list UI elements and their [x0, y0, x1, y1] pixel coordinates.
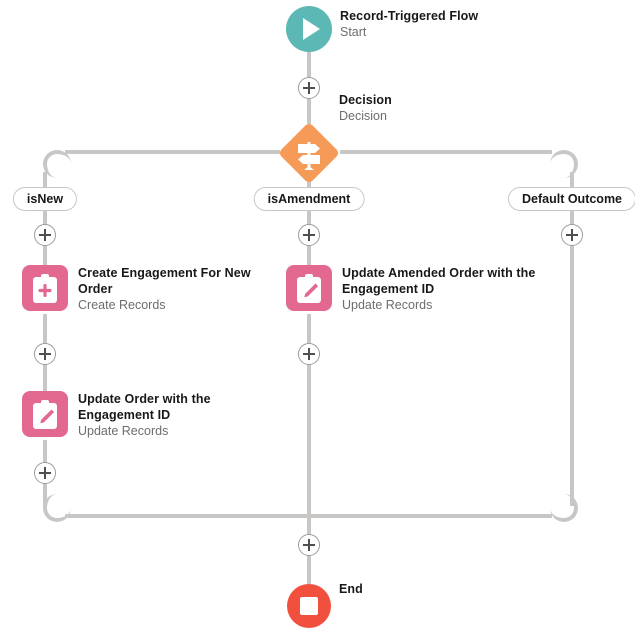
- stop-icon[interactable]: [287, 584, 331, 628]
- connector-elbow-right-bottom: [550, 494, 578, 522]
- connector-elbow-left-top: [43, 150, 71, 178]
- clipboard-plus-icon[interactable]: [22, 265, 68, 311]
- node-update-order-title: Update Order with the Engagement ID: [78, 392, 211, 422]
- connector-merge-right: [308, 514, 552, 518]
- add-element-isamendment-2[interactable]: [298, 343, 320, 365]
- decision-diamond-wrap[interactable]: [277, 121, 341, 185]
- connector-decision-to-isamendment: [307, 180, 311, 192]
- node-update-amended-order-subtitle: Update Records: [342, 298, 433, 312]
- add-element-isamendment-1[interactable]: [298, 224, 320, 246]
- node-start-text: Record-Triggered Flow Start: [340, 8, 478, 41]
- node-update-order-subtitle: Update Records: [78, 424, 169, 438]
- node-create-engagement-text: Create Engagement For New Order Create R…: [78, 265, 268, 314]
- add-element-isnew-3[interactable]: [34, 462, 56, 484]
- clipboard-pencil-icon[interactable]: [286, 265, 332, 311]
- node-decision-text: Decision Decision: [339, 92, 392, 125]
- add-element-isnew-1[interactable]: [34, 224, 56, 246]
- branch-label-isamendment[interactable]: isAmendment: [253, 187, 365, 211]
- node-decision-subtitle: Decision: [339, 109, 387, 123]
- branch-label-default-outcome[interactable]: Default Outcome: [507, 187, 635, 211]
- node-create-engagement-title: Create Engagement For New Order: [78, 266, 251, 296]
- connector-bar-right: [340, 150, 552, 154]
- connector-bar-left: [65, 150, 280, 154]
- add-element-before-end[interactable]: [298, 534, 320, 556]
- connector-merge-left: [65, 514, 310, 518]
- node-update-amended-order-title: Update Amended Order with the Engagement…: [342, 266, 536, 296]
- node-end-title: End: [339, 582, 363, 596]
- add-element-default-1[interactable]: [561, 224, 583, 246]
- node-decision-title: Decision: [339, 93, 392, 107]
- add-element-after-start[interactable]: [298, 77, 320, 99]
- connector-isamendment-seg-2: [307, 314, 311, 522]
- node-update-amended-order-text: Update Amended Order with the Engagement…: [342, 265, 537, 314]
- branch-label-isnew[interactable]: isNew: [12, 187, 78, 211]
- play-triangle: [303, 18, 320, 40]
- node-update-order-text: Update Order with the Engagement ID Upda…: [78, 391, 258, 440]
- play-icon[interactable]: [286, 6, 332, 52]
- connector-default-seg-1: [570, 172, 574, 506]
- node-start-title: Record-Triggered Flow: [340, 9, 479, 23]
- clipboard-pencil-icon[interactable]: [22, 391, 68, 437]
- node-create-engagement-subtitle: Create Records: [78, 298, 166, 312]
- node-decision[interactable]: [277, 121, 341, 185]
- signpost-icon[interactable]: [277, 121, 341, 185]
- node-start-subtitle: Start: [340, 25, 367, 39]
- connector-elbow-right-top: [550, 150, 578, 178]
- node-end-text: End: [339, 581, 363, 597]
- add-element-isnew-2[interactable]: [34, 343, 56, 365]
- connector-isnew-seg-1: [43, 172, 47, 272]
- stop-square: [300, 597, 318, 615]
- connector-elbow-left-bottom: [43, 494, 71, 522]
